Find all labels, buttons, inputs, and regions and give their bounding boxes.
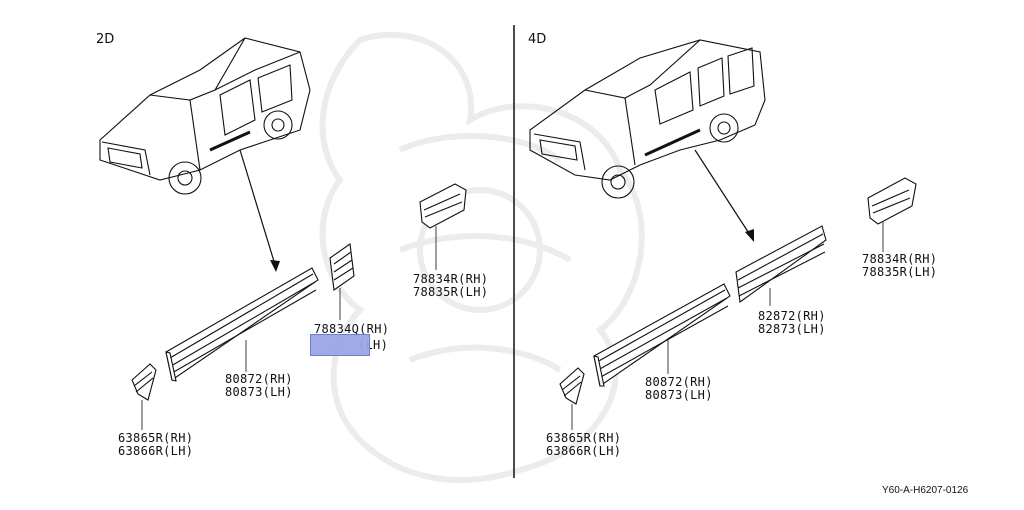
label-front-fender-lh-2d: 63866R(LH) xyxy=(118,444,194,458)
label-center-molding-rh-2d: 78834Q(RH) xyxy=(314,322,390,336)
arrow-4d-head xyxy=(745,229,754,242)
section-label-4d: 4D xyxy=(528,32,547,47)
label-door-molding-rh-4d: 80872(RH) xyxy=(645,375,713,389)
label-rear-fender-lh-4d: 78835R(LH) xyxy=(862,265,938,279)
label-rear-fender-rh-2d: 78834R(RH) xyxy=(413,272,489,286)
watermark-emblem xyxy=(319,31,645,483)
part-door-molding-2d xyxy=(165,267,319,382)
label-rear-door-molding-lh-4d: 82873(LH) xyxy=(758,322,826,336)
part-door-molding-4d xyxy=(593,283,731,387)
leader-lines-4d xyxy=(571,222,884,430)
label-door-molding-lh-2d: 80873(LH) xyxy=(225,385,293,399)
part-rear-fender-molding-4d xyxy=(867,177,917,225)
vehicle-2d-drawing xyxy=(99,37,311,195)
part-center-molding-2d xyxy=(329,243,355,291)
arrow-2d xyxy=(239,149,277,269)
arrow-2d-head xyxy=(270,260,280,272)
leader-lines-2d xyxy=(141,226,437,430)
label-door-molding-rh-2d: 80872(RH) xyxy=(225,372,293,386)
part-front-fender-molding-4d xyxy=(559,367,585,405)
label-door-molding-lh-4d: 80873(LH) xyxy=(645,388,713,402)
part-front-fender-molding-2d xyxy=(131,363,157,401)
label-front-fender-rh-4d: 63865R(RH) xyxy=(546,431,622,445)
label-rear-fender-lh-2d: 78835R(LH) xyxy=(413,285,489,299)
part-rear-fender-molding-2d xyxy=(419,183,467,229)
vehicle-4d-drawing xyxy=(529,39,766,199)
arrow-4d xyxy=(694,149,753,239)
diagram-reference-code: Y60-A-H6207-0126 xyxy=(882,485,969,496)
redaction-highlight xyxy=(310,334,370,356)
label-rear-door-molding-rh-4d: 82872(RH) xyxy=(758,309,826,323)
label-front-fender-rh-2d: 63865R(RH) xyxy=(118,431,194,445)
section-label-2d: 2D xyxy=(96,32,115,47)
part-rear-door-molding-4d xyxy=(735,225,827,303)
label-rear-fender-rh-4d: 78834R(RH) xyxy=(862,252,938,266)
label-front-fender-lh-4d: 63866R(LH) xyxy=(546,444,622,458)
